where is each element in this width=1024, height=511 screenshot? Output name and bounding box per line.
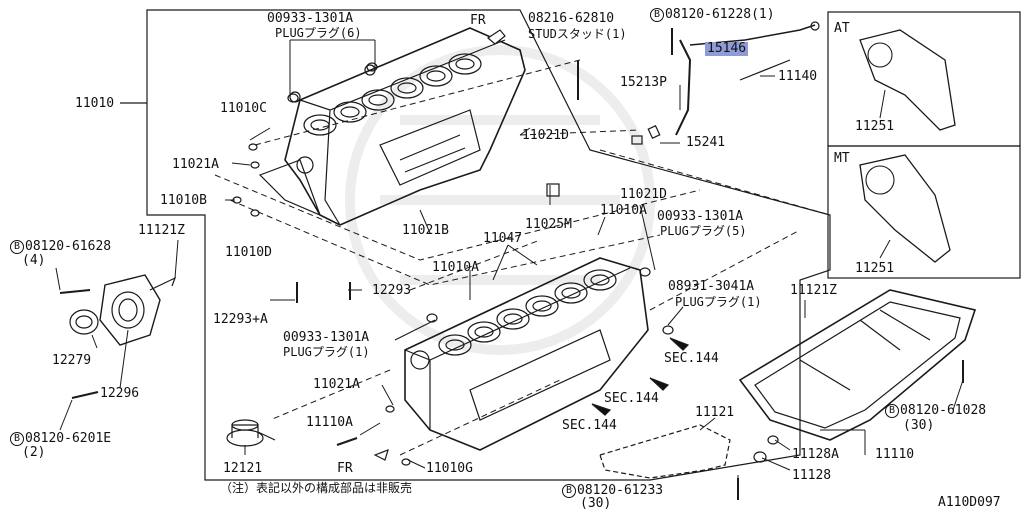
part-label: 00933-1301A bbox=[657, 209, 744, 224]
fr-label: FR bbox=[337, 461, 353, 476]
part-label: 11010A bbox=[432, 260, 479, 275]
part-label: 11025M bbox=[525, 217, 572, 232]
leader-lines bbox=[55, 39, 964, 490]
part-label: 11010B bbox=[160, 193, 207, 208]
part-label: 11021A bbox=[313, 377, 360, 392]
part-label: 11140 bbox=[778, 69, 818, 84]
part-label: 11251 bbox=[855, 119, 895, 134]
part-label: PLUGプラグ(5) bbox=[660, 224, 747, 238]
part-label: PLUGプラグ(1) bbox=[283, 345, 370, 359]
part-label: 08931-3041A bbox=[668, 279, 755, 294]
part-label: 11128A bbox=[792, 447, 839, 462]
fr-label: FR bbox=[470, 13, 486, 28]
part-label: PLUGプラグ(1) bbox=[675, 295, 762, 309]
mt-rear-plate bbox=[859, 154, 951, 263]
part-label: 12293 bbox=[372, 283, 412, 298]
part-label: 11010G bbox=[426, 461, 473, 476]
sec144-arrow-icon-1 bbox=[669, 337, 690, 351]
part-label: 11121Z bbox=[790, 283, 837, 298]
section-ref[interactable]: SEC.144 bbox=[664, 351, 719, 366]
part-label: 11128 bbox=[792, 468, 832, 483]
upper-cylinder-block bbox=[258, 27, 526, 226]
qty-label: (2) bbox=[22, 445, 46, 460]
part-label: 11010A bbox=[600, 203, 647, 218]
part-label: 11110A bbox=[306, 415, 353, 430]
at-box-title: AT bbox=[834, 21, 850, 36]
part-label: STUDスタッド(1) bbox=[528, 27, 627, 41]
section-ref[interactable]: SEC.144 bbox=[604, 391, 659, 406]
footnote: （注）表記以外の構成部品は非販売 bbox=[220, 481, 413, 495]
rear-seal-retainer bbox=[59, 274, 177, 399]
part-label: 11010C bbox=[220, 101, 267, 116]
oil-pan bbox=[738, 289, 977, 441]
part-label: 00933-1301A bbox=[283, 330, 370, 345]
part-label: 15213P bbox=[620, 75, 667, 90]
part-label: 11010D bbox=[225, 245, 272, 260]
diagram-code: A110D097 bbox=[938, 495, 1001, 510]
part-label: 12293+A bbox=[213, 312, 268, 327]
fr-arrow-bottom-icon bbox=[373, 449, 389, 461]
part-label: 11121 bbox=[695, 405, 735, 420]
part-label: 11021B bbox=[402, 223, 449, 238]
bolt-symbol-icon: B bbox=[10, 432, 24, 446]
lower-cylinder-block bbox=[404, 257, 649, 451]
part-label: 11047 bbox=[483, 231, 523, 246]
bolt-symbol-icon: B bbox=[650, 8, 664, 22]
fr-arrow-top-icon bbox=[487, 29, 506, 45]
part-label: 11110 bbox=[875, 447, 915, 462]
part-label: 00933-1301A bbox=[267, 11, 354, 26]
knock-sensor bbox=[226, 419, 276, 447]
at-drive-plate bbox=[859, 29, 956, 131]
qty-label: (30) bbox=[580, 496, 612, 511]
qty-label: (30) bbox=[903, 418, 935, 433]
section-ref[interactable]: SEC.144 bbox=[562, 418, 617, 433]
part-label: 11021D bbox=[522, 128, 569, 143]
bolt-symbol-icon: B bbox=[885, 404, 899, 418]
watermark-logo bbox=[345, 45, 655, 355]
assembly-frame bbox=[146, 9, 831, 481]
part-label: 12279 bbox=[52, 353, 92, 368]
bolt-symbol-icon: B bbox=[562, 484, 576, 498]
mt-box bbox=[827, 145, 1021, 279]
mt-box-title: MT bbox=[834, 151, 850, 166]
part-label-highlighted[interactable]: 15146 bbox=[705, 41, 749, 56]
dashed-guides bbox=[214, 59, 831, 456]
part-label: 11121Z bbox=[138, 223, 185, 238]
part-label: 12296 bbox=[100, 386, 140, 401]
bolt-symbol-icon: B bbox=[10, 240, 24, 254]
part-label: 11021D bbox=[620, 187, 667, 202]
part-label: 11251 bbox=[855, 261, 895, 276]
part-label: 12121 bbox=[223, 461, 263, 476]
part-label: 15241 bbox=[686, 135, 726, 150]
part-label: 11021A bbox=[172, 157, 219, 172]
part-label: PLUGプラグ(6) bbox=[275, 26, 362, 40]
small-fasteners bbox=[232, 62, 964, 500]
sec144-arrow-icon-2 bbox=[649, 377, 670, 391]
qty-label: (4) bbox=[22, 253, 46, 268]
part-label: 11010 bbox=[75, 96, 115, 111]
sec144-arrow-icon-3 bbox=[591, 403, 612, 416]
part-label: 08216-62810 bbox=[528, 11, 615, 26]
